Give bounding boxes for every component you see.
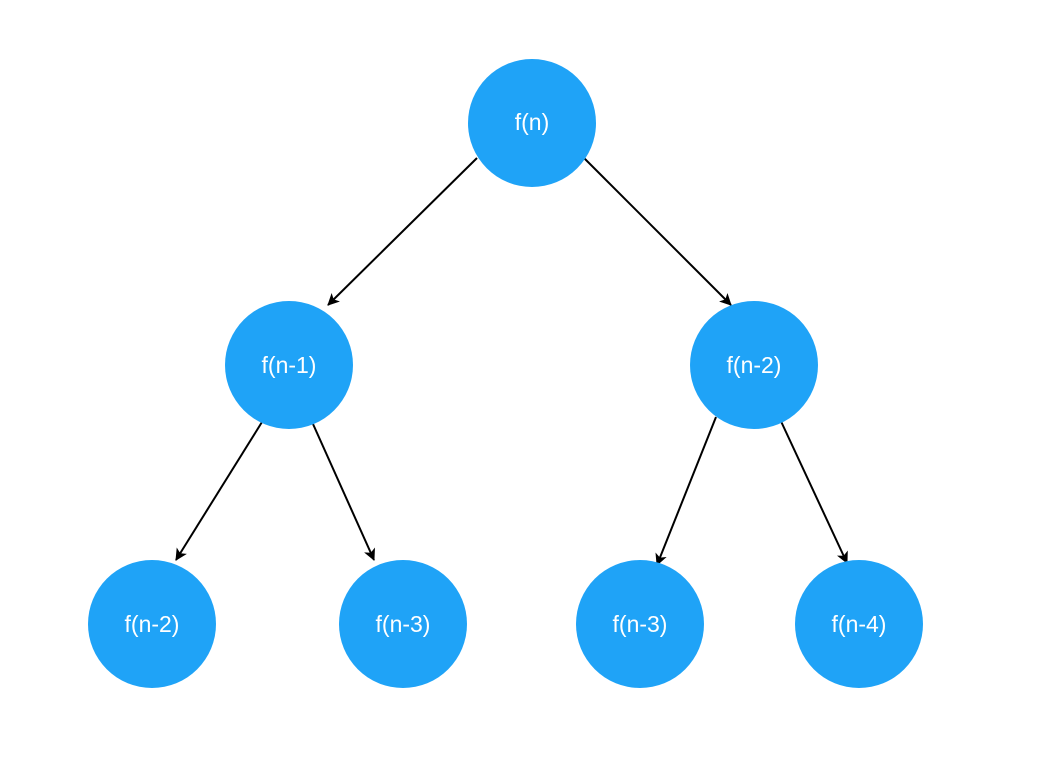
node-label: f(n) bbox=[515, 109, 550, 135]
edge-root-to-right bbox=[583, 157, 732, 306]
tree-node-rightleft: f(n-3) bbox=[576, 560, 704, 688]
nodes-group: f(n) f(n-1) f(n-2) f(n-2) f(n-3) f(n-3) … bbox=[88, 59, 923, 688]
node-circle bbox=[225, 301, 353, 429]
node-label: f(n-4) bbox=[832, 611, 887, 637]
edge-right-to-rightleft bbox=[655, 416, 717, 566]
edge-right-to-rightright bbox=[778, 416, 848, 564]
edges-group bbox=[175, 157, 848, 566]
tree-node-leftleft: f(n-2) bbox=[88, 560, 216, 688]
edge-left-to-leftright bbox=[312, 423, 375, 561]
node-circle bbox=[576, 560, 704, 688]
node-circle bbox=[468, 59, 596, 187]
edge-root-to-left bbox=[327, 157, 478, 306]
node-label: f(n-2) bbox=[727, 352, 782, 378]
node-label: f(n-2) bbox=[125, 611, 180, 637]
tree-node-leftright: f(n-3) bbox=[339, 560, 467, 688]
tree-node-rightright: f(n-4) bbox=[795, 560, 923, 688]
node-circle bbox=[795, 560, 923, 688]
node-circle bbox=[88, 560, 216, 688]
node-label: f(n-1) bbox=[262, 352, 317, 378]
edge-left-to-leftleft bbox=[175, 421, 263, 561]
tree-node-root: f(n) bbox=[468, 59, 596, 187]
node-circle bbox=[690, 301, 818, 429]
node-label: f(n-3) bbox=[613, 611, 668, 637]
tree-node-left: f(n-1) bbox=[225, 301, 353, 429]
tree-node-right: f(n-2) bbox=[690, 301, 818, 429]
node-label: f(n-3) bbox=[376, 611, 431, 637]
node-circle bbox=[339, 560, 467, 688]
